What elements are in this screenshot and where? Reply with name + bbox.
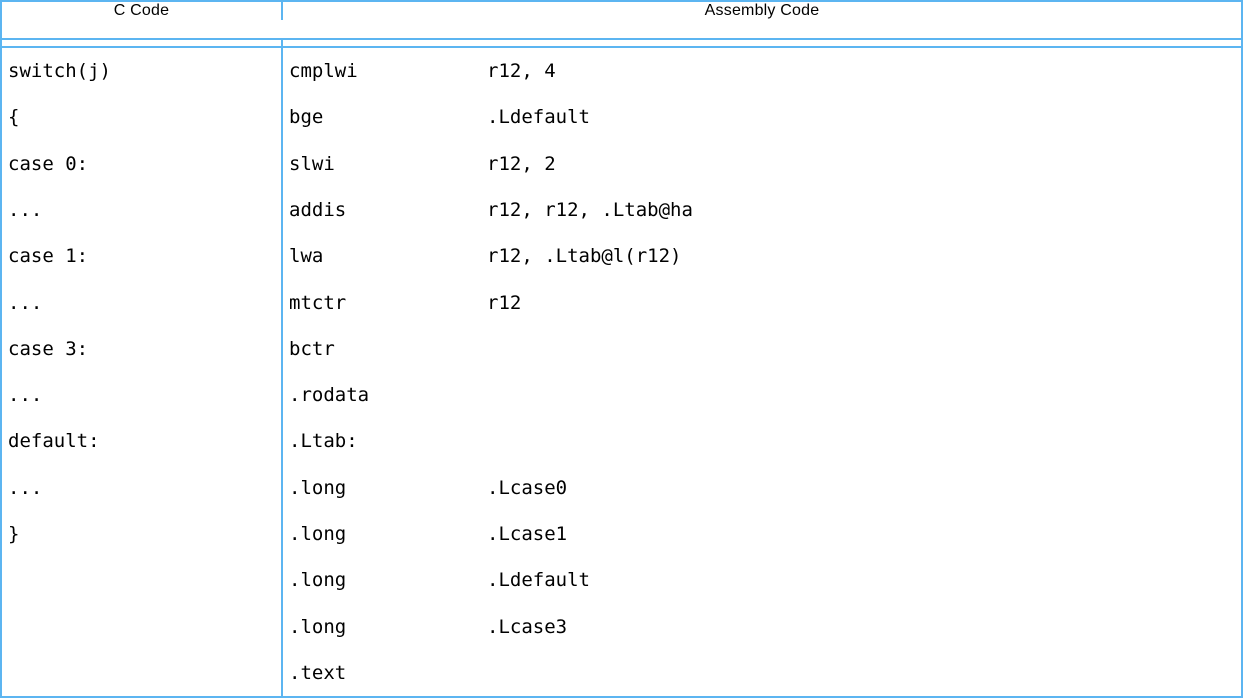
- c-code-text: ...: [8, 198, 43, 221]
- c-code-line: ...: [2, 187, 281, 233]
- assembly-mnemonic: bge: [289, 106, 324, 129]
- column-divider: [2, 40, 283, 46]
- assembly-line: .text: [283, 650, 1241, 696]
- assembly-operands: .Lcase3: [487, 615, 568, 638]
- assembly-line: slwi r12, 2: [283, 141, 1241, 187]
- c-code-line: case 3:: [2, 326, 281, 372]
- column-header-assembly-code: Assembly Code: [283, 2, 1241, 20]
- c-code-text: default:: [8, 430, 100, 453]
- assembly-line: .rodata: [283, 372, 1241, 418]
- c-code-text: switch(j): [8, 60, 111, 83]
- c-code-line: switch(j): [2, 48, 281, 94]
- c-code-line: ...: [2, 465, 281, 511]
- assembly-operands: .Lcase0: [487, 476, 568, 499]
- assembly-mnemonic: .long: [289, 522, 347, 545]
- assembly-line: .long .Ldefault: [283, 557, 1241, 603]
- table-body: switch(j) { case 0:... case 1:... case 3:...…: [2, 46, 1241, 696]
- assembly-line: .long .Lcase3: [283, 603, 1241, 649]
- c-code-line: case 0:: [2, 141, 281, 187]
- assembly-operands: .Ldefault: [487, 569, 590, 592]
- assembly-line: .Ltab:: [283, 418, 1241, 464]
- assembly-code-column: cmplwi r12, 4 bge .Ldefault slwi r12, 2 addis r…: [283, 48, 1241, 696]
- assembly-operands: r12, 4: [487, 60, 556, 83]
- c-code-text: case 1:: [8, 245, 89, 268]
- table-header-row: C Code Assembly Code: [2, 2, 1241, 40]
- assembly-mnemonic: .long: [289, 476, 347, 499]
- assembly-code-header-label: Assembly Code: [704, 2, 820, 19]
- c-code-text: ...: [8, 291, 43, 314]
- assembly-mnemonic: .text: [289, 661, 347, 684]
- c-code-line: [2, 603, 281, 649]
- assembly-mnemonic: cmplwi: [289, 60, 358, 83]
- c-code-line: }: [2, 511, 281, 557]
- c-code-text: }: [8, 522, 20, 545]
- c-code-line: {: [2, 94, 281, 140]
- assembly-operands: .Ldefault: [487, 106, 590, 129]
- c-code-header-label: C Code: [113, 2, 170, 19]
- assembly-mnemonic: mtctr: [289, 291, 347, 314]
- assembly-mnemonic: addis: [289, 198, 347, 221]
- assembly-mnemonic: .rodata: [289, 384, 370, 407]
- c-code-line: [2, 557, 281, 603]
- assembly-operands: r12, r12, .Ltab@ha: [487, 198, 693, 221]
- c-code-line: default:: [2, 418, 281, 464]
- assembly-line: addis r12, r12, .Ltab@ha: [283, 187, 1241, 233]
- assembly-mnemonic: .long: [289, 569, 347, 592]
- c-code-text: {: [8, 106, 20, 129]
- c-code-text: ...: [8, 476, 43, 499]
- c-code-line: case 1:: [2, 233, 281, 279]
- assembly-line: mtctr r12: [283, 279, 1241, 325]
- assembly-operands: .Lcase1: [487, 522, 568, 545]
- c-code-text: case 3:: [8, 337, 89, 360]
- c-code-line: ...: [2, 372, 281, 418]
- assembly-operands: r12: [487, 291, 522, 314]
- assembly-line: .long .Lcase1: [283, 511, 1241, 557]
- column-header-c-code: C Code: [2, 2, 283, 20]
- header-double-rule-gap: [2, 40, 1241, 46]
- assembly-mnemonic: bctr: [289, 337, 335, 360]
- assembly-line: bge .Ldefault: [283, 94, 1241, 140]
- assembly-mnemonic: .Ltab:: [289, 430, 358, 453]
- c-code-text: ...: [8, 384, 43, 407]
- assembly-operands: r12, 2: [487, 152, 556, 175]
- c-code-column: switch(j) { case 0:... case 1:... case 3:...…: [2, 48, 283, 696]
- assembly-line: lwa r12, .Ltab@l(r12): [283, 233, 1241, 279]
- c-code-line: [2, 650, 281, 696]
- assembly-mnemonic: .long: [289, 615, 347, 638]
- assembly-line: bctr: [283, 326, 1241, 372]
- c-code-text: case 0:: [8, 152, 89, 175]
- c-code-line: ...: [2, 279, 281, 325]
- assembly-operands: r12, .Ltab@l(r12): [487, 245, 682, 268]
- assembly-mnemonic: slwi: [289, 152, 335, 175]
- assembly-mnemonic: lwa: [289, 245, 324, 268]
- assembly-line: cmplwi r12, 4: [283, 48, 1241, 94]
- assembly-line: .long .Lcase0: [283, 465, 1241, 511]
